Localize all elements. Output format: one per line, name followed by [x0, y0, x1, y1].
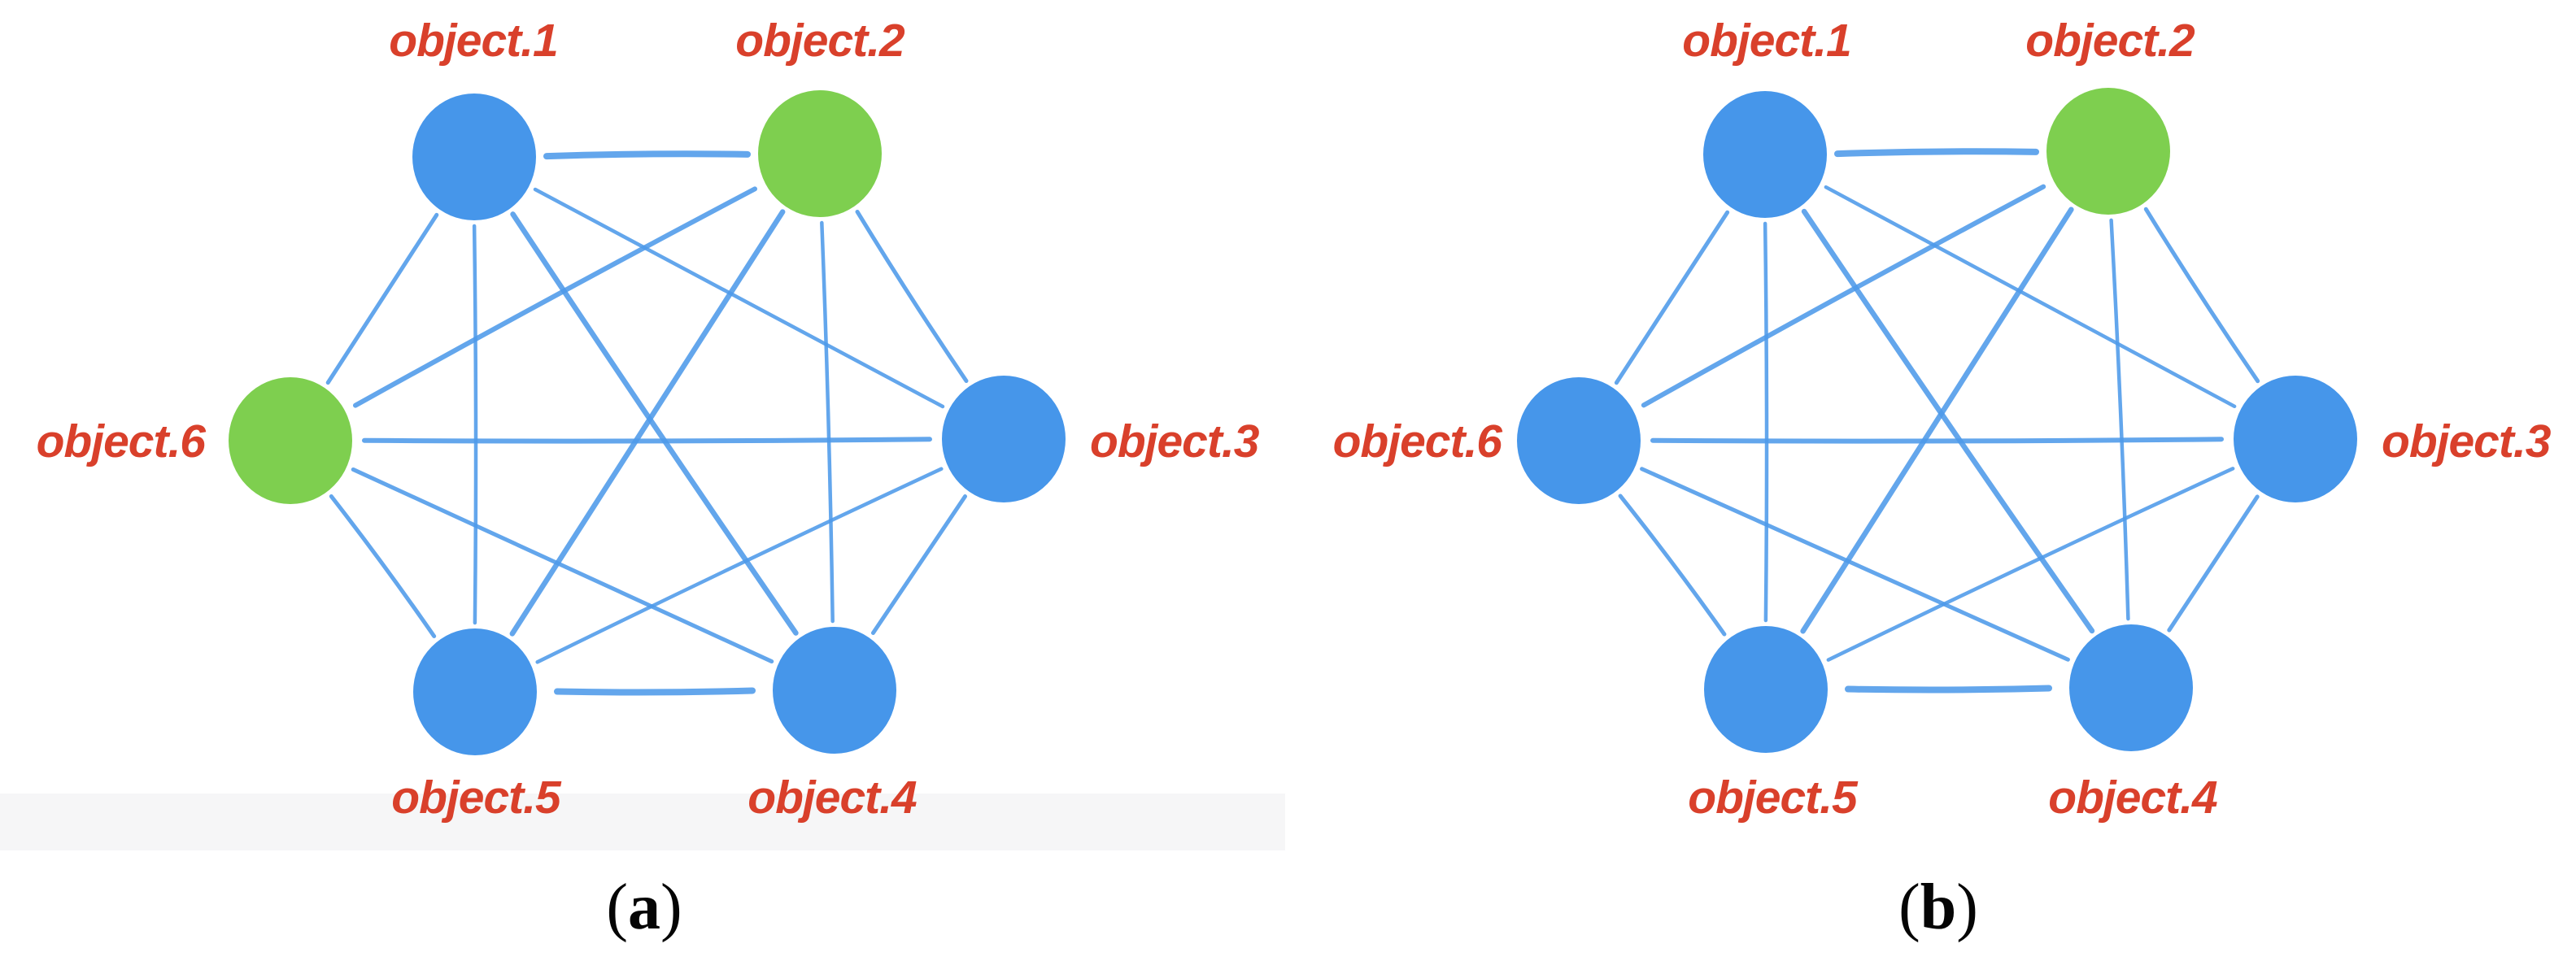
node-object.5-panel-a [413, 628, 537, 755]
node-object.2-panel-b [2046, 88, 2170, 215]
edge-object.2-object.4 [2109, 218, 2130, 621]
edge-object.5-object.6 [329, 494, 437, 638]
edge-object.5-object.6 [1618, 494, 1727, 637]
node-object.2-panel-a [758, 90, 882, 217]
edge-object.2-object.3 [2143, 207, 2260, 384]
node-label-object.4-panel-a: object.4 [748, 772, 917, 824]
edge-object.1-object.4 [510, 211, 799, 636]
node-label-object.3-panel-a: object.3 [1090, 415, 1260, 467]
edge-object.3-object.4 [870, 494, 968, 635]
edge-object.2-object.4 [820, 220, 835, 624]
node-label-object.4-panel-b: object.4 [2048, 772, 2217, 824]
edge-object.2-object.5 [509, 209, 786, 637]
node-object.1-panel-a [412, 93, 536, 220]
edge-object.1-object.4 [1801, 208, 2095, 634]
node-object.4-panel-a [773, 627, 896, 754]
node-label-object.3-panel-b: object.3 [2382, 415, 2552, 467]
node-object.5-panel-b [1704, 626, 1828, 753]
node-object.1-panel-b [1703, 91, 1827, 218]
node-object.6-panel-a [229, 377, 352, 504]
node-label-object.1-panel-b: object.1 [1682, 15, 1850, 67]
edge-object.1-object.2 [1834, 148, 2039, 158]
edge-object.1-object.3 [533, 187, 945, 409]
edge-object.2-object.3 [855, 209, 969, 384]
edge-object.1-object.2 [543, 150, 752, 160]
edge-object.4-object.6 [1640, 467, 2070, 662]
edge-object.4-object.5 [1845, 685, 2052, 694]
caption-a-open-paren: ( [606, 872, 628, 943]
caption-a-close-paren: ) [660, 872, 682, 943]
node-object.3-panel-b [2234, 376, 2357, 502]
node-label-object.5-panel-a: object.5 [391, 772, 562, 824]
caption-b-letter: b [1920, 872, 1957, 943]
edge-object.1-object.5 [472, 224, 478, 625]
caption-a-letter: a [628, 872, 660, 943]
node-object.4-panel-b [2069, 624, 2193, 751]
node-label-object.6-panel-b: object.6 [1333, 415, 1503, 467]
edge-object.1-object.3 [1824, 185, 2237, 409]
node-object.3-panel-a [942, 376, 1066, 502]
edge-object.3-object.4 [2167, 494, 2260, 633]
graph-panel-b: object.1 object.2 object.3 object.4 object.5… [1333, 15, 2552, 824]
edge-object.4-object.6 [351, 467, 774, 664]
node-label-object.6-panel-a: object.6 [37, 415, 207, 467]
edge-object.3-object.5 [535, 467, 944, 664]
edge-object.1-object.6 [325, 212, 439, 385]
node-object.6-panel-b [1517, 377, 1641, 504]
caption-b-open-paren: ( [1898, 872, 1920, 943]
edge-object.1-object.6 [1614, 210, 1730, 385]
edge-object.2-object.6 [352, 186, 758, 408]
caption-panel-a: (a) [555, 873, 734, 941]
caption-b-close-paren: ) [1956, 872, 1978, 943]
node-label-object.2-panel-a: object.2 [735, 15, 905, 67]
edge-object.1-object.5 [1763, 221, 1769, 623]
edge-object.3-object.5 [1826, 467, 2235, 662]
edge-object.2-object.6 [1641, 184, 2046, 408]
node-label-object.1-panel-a: object.1 [389, 15, 557, 67]
node-label-object.2-panel-b: object.2 [2025, 15, 2195, 67]
edge-object.2-object.5 [1800, 207, 2074, 634]
scan-artifact-band [0, 794, 1285, 850]
node-label-object.5-panel-b: object.5 [1688, 772, 1859, 824]
graph-panel-a: object.1 object.2 object.3 object.4 object.5… [37, 15, 1261, 824]
edge-object.4-object.5 [553, 687, 756, 696]
caption-panel-b: (b) [1849, 873, 2028, 941]
edge-object.3-object.6 [1650, 437, 2224, 444]
edge-object.3-object.6 [362, 437, 932, 444]
